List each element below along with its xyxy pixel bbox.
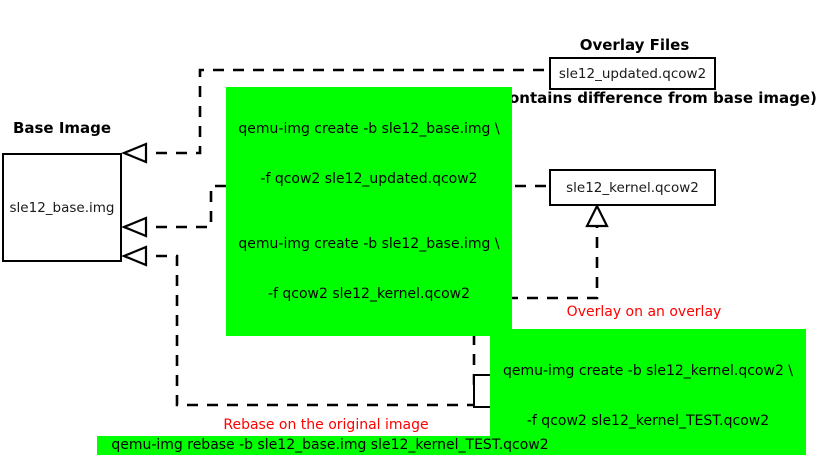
- command-create-updated-line1: qemu-img create -b sle12_base.img \: [238, 121, 500, 138]
- box-base-image-label: sle12_base.img: [9, 199, 115, 216]
- box-sle12-kernel[interactable]: sle12_kernel.qcow2: [549, 169, 716, 206]
- arrowhead-kernel-bottom: [585, 203, 609, 228]
- note-rebase-original: Rebase on the original image: [223, 417, 429, 433]
- box-sle12-updated-label: sle12_updated.qcow2: [558, 65, 707, 82]
- arrowhead-base-top: [121, 142, 148, 164]
- connector-kernel-test-to-kernel: [472, 214, 599, 385]
- command-create-updated-line2: -f qcow2 sle12_updated.qcow2: [260, 170, 478, 187]
- box-sle12-kernel-label: sle12_kernel.qcow2: [566, 179, 699, 196]
- box-sle12-updated[interactable]: sle12_updated.qcow2: [549, 57, 716, 90]
- arrowhead-base-bottom: [121, 245, 148, 267]
- connector-base-to-updated: [136, 68, 548, 155]
- connector-base-to-kernel-test: [136, 254, 473, 407]
- command-create-kernel-test-line1: qemu-img create -b sle12_kernel.qcow2 \: [502, 363, 794, 380]
- command-create-kernel: qemu-img create -b sle12_base.img \ -f q…: [226, 202, 512, 337]
- command-create-kernel-test: qemu-img create -b sle12_kernel.qcow2 \ …: [490, 329, 806, 455]
- note-overlay-on-overlay: Overlay on an overlay: [566, 304, 722, 320]
- command-create-kernel-test-line2: -f qcow2 sle12_kernel_TEST.qcow2: [526, 412, 770, 429]
- base-image-title: Base Image: [12, 119, 112, 137]
- arrowhead-base-middle: [121, 216, 148, 238]
- command-create-updated: qemu-img create -b sle12_base.img \ -f q…: [226, 87, 512, 222]
- command-create-kernel-line1: qemu-img create -b sle12_base.img \: [238, 236, 500, 253]
- overlay-files-title-line1: Overlay Files: [579, 36, 690, 55]
- command-create-kernel-line2: -f qcow2 sle12_kernel.qcow2: [267, 285, 471, 302]
- box-base-image[interactable]: sle12_base.img: [2, 153, 122, 262]
- command-rebase: qemu-img rebase -b sle12_base.img sle12_…: [97, 436, 563, 455]
